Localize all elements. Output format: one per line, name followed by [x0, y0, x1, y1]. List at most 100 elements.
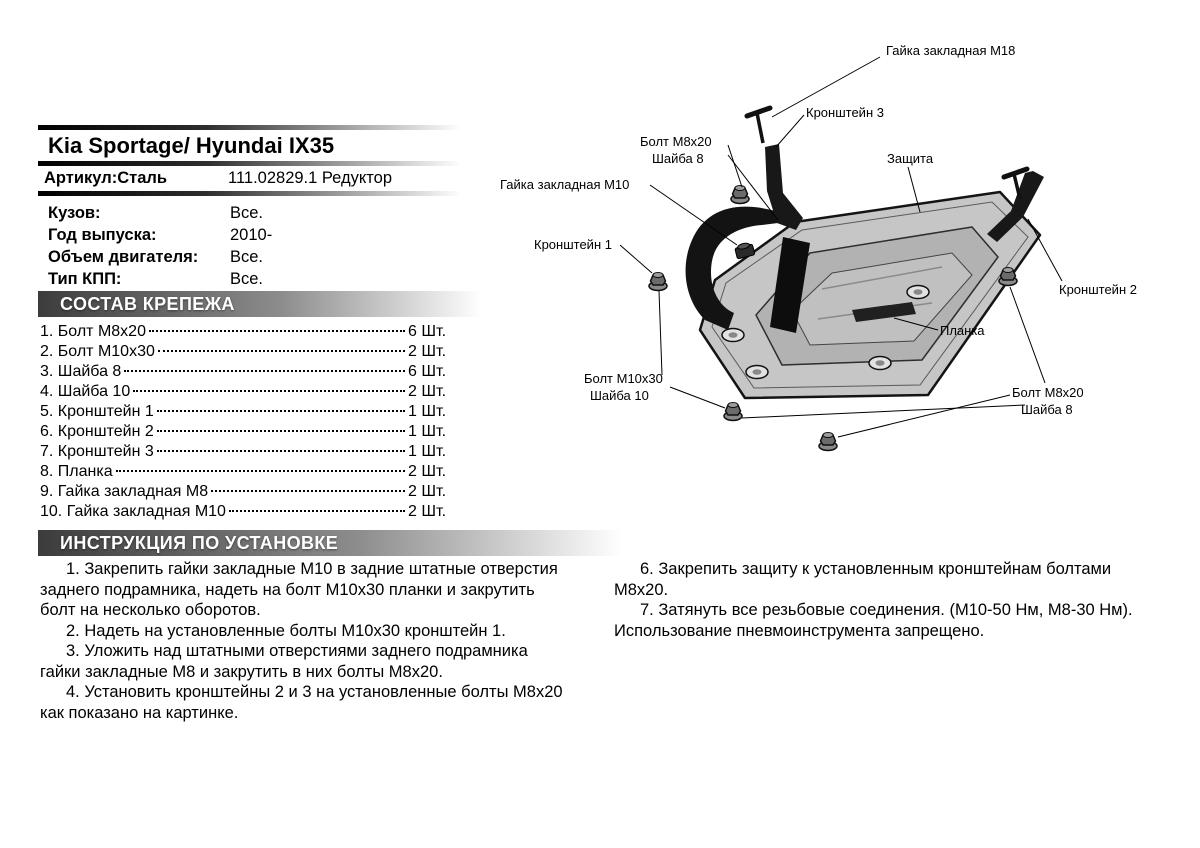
dotted-leader: [148, 330, 405, 332]
bracket-2-shape: [987, 171, 1044, 242]
leader-line: [775, 114, 805, 148]
instructions-left-column: 1. Закрепить гайки закладные М10 в задни…: [40, 559, 568, 723]
spec-label: Объем двигателя:: [48, 248, 199, 266]
part-quantity: 2 Шт.: [408, 383, 447, 400]
part-name: 7. Кронштейн 3: [40, 443, 154, 460]
part-quantity: 6 Шт.: [408, 323, 447, 340]
part-name: 6. Кронштейн 2: [40, 423, 154, 440]
bracket-3-shape: [765, 144, 803, 230]
part-quantity: 6 Шт.: [408, 363, 447, 380]
part-name: 4. Шайба 10: [40, 383, 131, 400]
spec-label: Кузов:: [48, 204, 101, 222]
label-bolt-m8-top: Болт М8х20: [640, 134, 712, 149]
spec-label: Год выпуска:: [48, 226, 157, 244]
planka-shape: [852, 302, 916, 322]
part-name: 1. Болт М8х20: [40, 323, 146, 340]
part-quantity: 2 Шт.: [408, 343, 447, 360]
leader-line: [658, 290, 663, 376]
leader-line: [837, 394, 1011, 438]
leader-line: [1009, 286, 1046, 384]
label-washer-8-top: Шайба 8: [652, 151, 704, 166]
dotted-leader: [124, 370, 405, 372]
plate-hole: [721, 327, 745, 343]
gradient-divider: [38, 191, 459, 196]
spec-value: Все.: [230, 248, 264, 266]
plate-flange-line: [711, 201, 1029, 389]
spec-value: 2010-: [230, 226, 273, 244]
part-quantity: 1 Шт.: [408, 423, 447, 440]
bolt-icon: [648, 271, 668, 292]
leader-line: [741, 404, 1026, 419]
part-quantity: 1 Шт.: [408, 443, 447, 460]
bracket-1-bar-shape: [770, 237, 810, 333]
article-row: Артикул:Сталь 111.02829.1 Редуктор: [38, 166, 459, 191]
plate-hole: [745, 364, 769, 380]
t-pin: [744, 105, 773, 144]
part-quantity: 2 Шт.: [408, 483, 447, 500]
label-nut-m10: Гайка закладная М10: [500, 177, 630, 192]
part-name: 2. Болт М10х30: [40, 343, 155, 360]
plate-rib: [821, 266, 943, 290]
part-name: 10. Гайка закладная М10: [40, 503, 226, 520]
label-bracket-2: Кронштейн 2: [1059, 282, 1137, 297]
article-label: Артикул:Сталь: [44, 169, 167, 187]
bolt-icon: [730, 184, 750, 205]
instructions-section-header: ИНСТРУКЦИЯ ПО УСТАНОВКЕ: [38, 530, 622, 556]
parts-section-header: СОСТАВ КРЕПЕЖА: [38, 291, 482, 317]
label-bracket-1: Кронштейн 1: [534, 237, 612, 252]
dotted-leader: [156, 430, 405, 432]
bracket-1-shape: [685, 206, 778, 330]
bolt-icon: [818, 431, 838, 452]
label-bracket-3: Кронштейн 3: [806, 105, 884, 120]
instruction-paragraph: 1. Закрепить гайки закладные М10 в задни…: [40, 560, 558, 619]
part-name: 8. Планка: [40, 463, 113, 480]
part-quantity: 2 Шт.: [408, 463, 447, 480]
dotted-leader: [156, 410, 405, 412]
part-row: 4. Шайба 10 2 Шт.: [40, 382, 458, 402]
gradient-divider: [38, 161, 459, 166]
part-row: 1. Болт М8х20 6 Шт.: [40, 322, 458, 342]
installation-diagram: Гайка закладная М18 Кронштейн 3 Болт М8х…: [480, 15, 1195, 480]
spec-row: Объем двигателя: Все.: [48, 246, 448, 268]
leader-line: [619, 244, 653, 274]
instruction-paragraph: 6. Закрепить защиту к установленным крон…: [614, 560, 1112, 599]
instruction-paragraph: Использование пневмоинструмента запрещен…: [614, 621, 985, 640]
gradient-divider: [38, 125, 459, 130]
clip-nut: [734, 242, 756, 260]
spec-value: Все.: [230, 270, 264, 288]
part-row: 2. Болт М10х30 2 Шт.: [40, 342, 458, 362]
part-row: 8. Планка 2 Шт.: [40, 462, 458, 482]
dotted-leader: [156, 450, 405, 452]
plate-hole: [906, 284, 930, 300]
instruction-paragraph: 3. Уложить над штатными отверстиями задн…: [40, 642, 528, 681]
dotted-leader: [133, 390, 405, 392]
part-name: 9. Гайка закладная М8: [40, 483, 209, 500]
part-row: 6. Кронштейн 2 1 Шт.: [40, 422, 458, 442]
label-nut-m18: Гайка закладная М18: [886, 43, 1016, 58]
spec-label: Тип КПП:: [48, 270, 122, 288]
leader-line: [727, 144, 743, 188]
instruction-paragraph: 4. Установить кронштейны 2 и 3 на устано…: [40, 683, 563, 722]
instruction-paragraph: 2. Надеть на установленные болты М10х30 …: [66, 621, 506, 640]
t-pin: [1001, 166, 1030, 200]
part-quantity: 1 Шт.: [408, 403, 447, 420]
dotted-leader: [115, 470, 405, 472]
spec-row: Год выпуска: 2010-: [48, 224, 448, 246]
label-washer-10: Шайба 10: [590, 388, 649, 403]
dotted-leader: [157, 350, 405, 352]
label-bolt-m10: Болт М10х30: [584, 371, 663, 386]
leader-line: [893, 317, 939, 331]
dotted-leader: [211, 490, 405, 492]
diagram-svg: [619, 56, 1063, 452]
specs-table: Кузов: Все. Год выпуска: 2010- Объем двигате…: [48, 202, 448, 290]
leader-line: [727, 154, 779, 221]
label-bolt-m8-bottom: Болт М8х20: [1012, 385, 1084, 400]
part-quantity: 2 Шт.: [408, 503, 447, 520]
dotted-leader: [228, 510, 405, 512]
bolt-icon: [723, 401, 743, 422]
spec-row: Тип КПП: Все.: [48, 268, 448, 290]
instruction-paragraph: 7. Затянуть все резьбовые соединения. (М…: [640, 601, 1133, 619]
